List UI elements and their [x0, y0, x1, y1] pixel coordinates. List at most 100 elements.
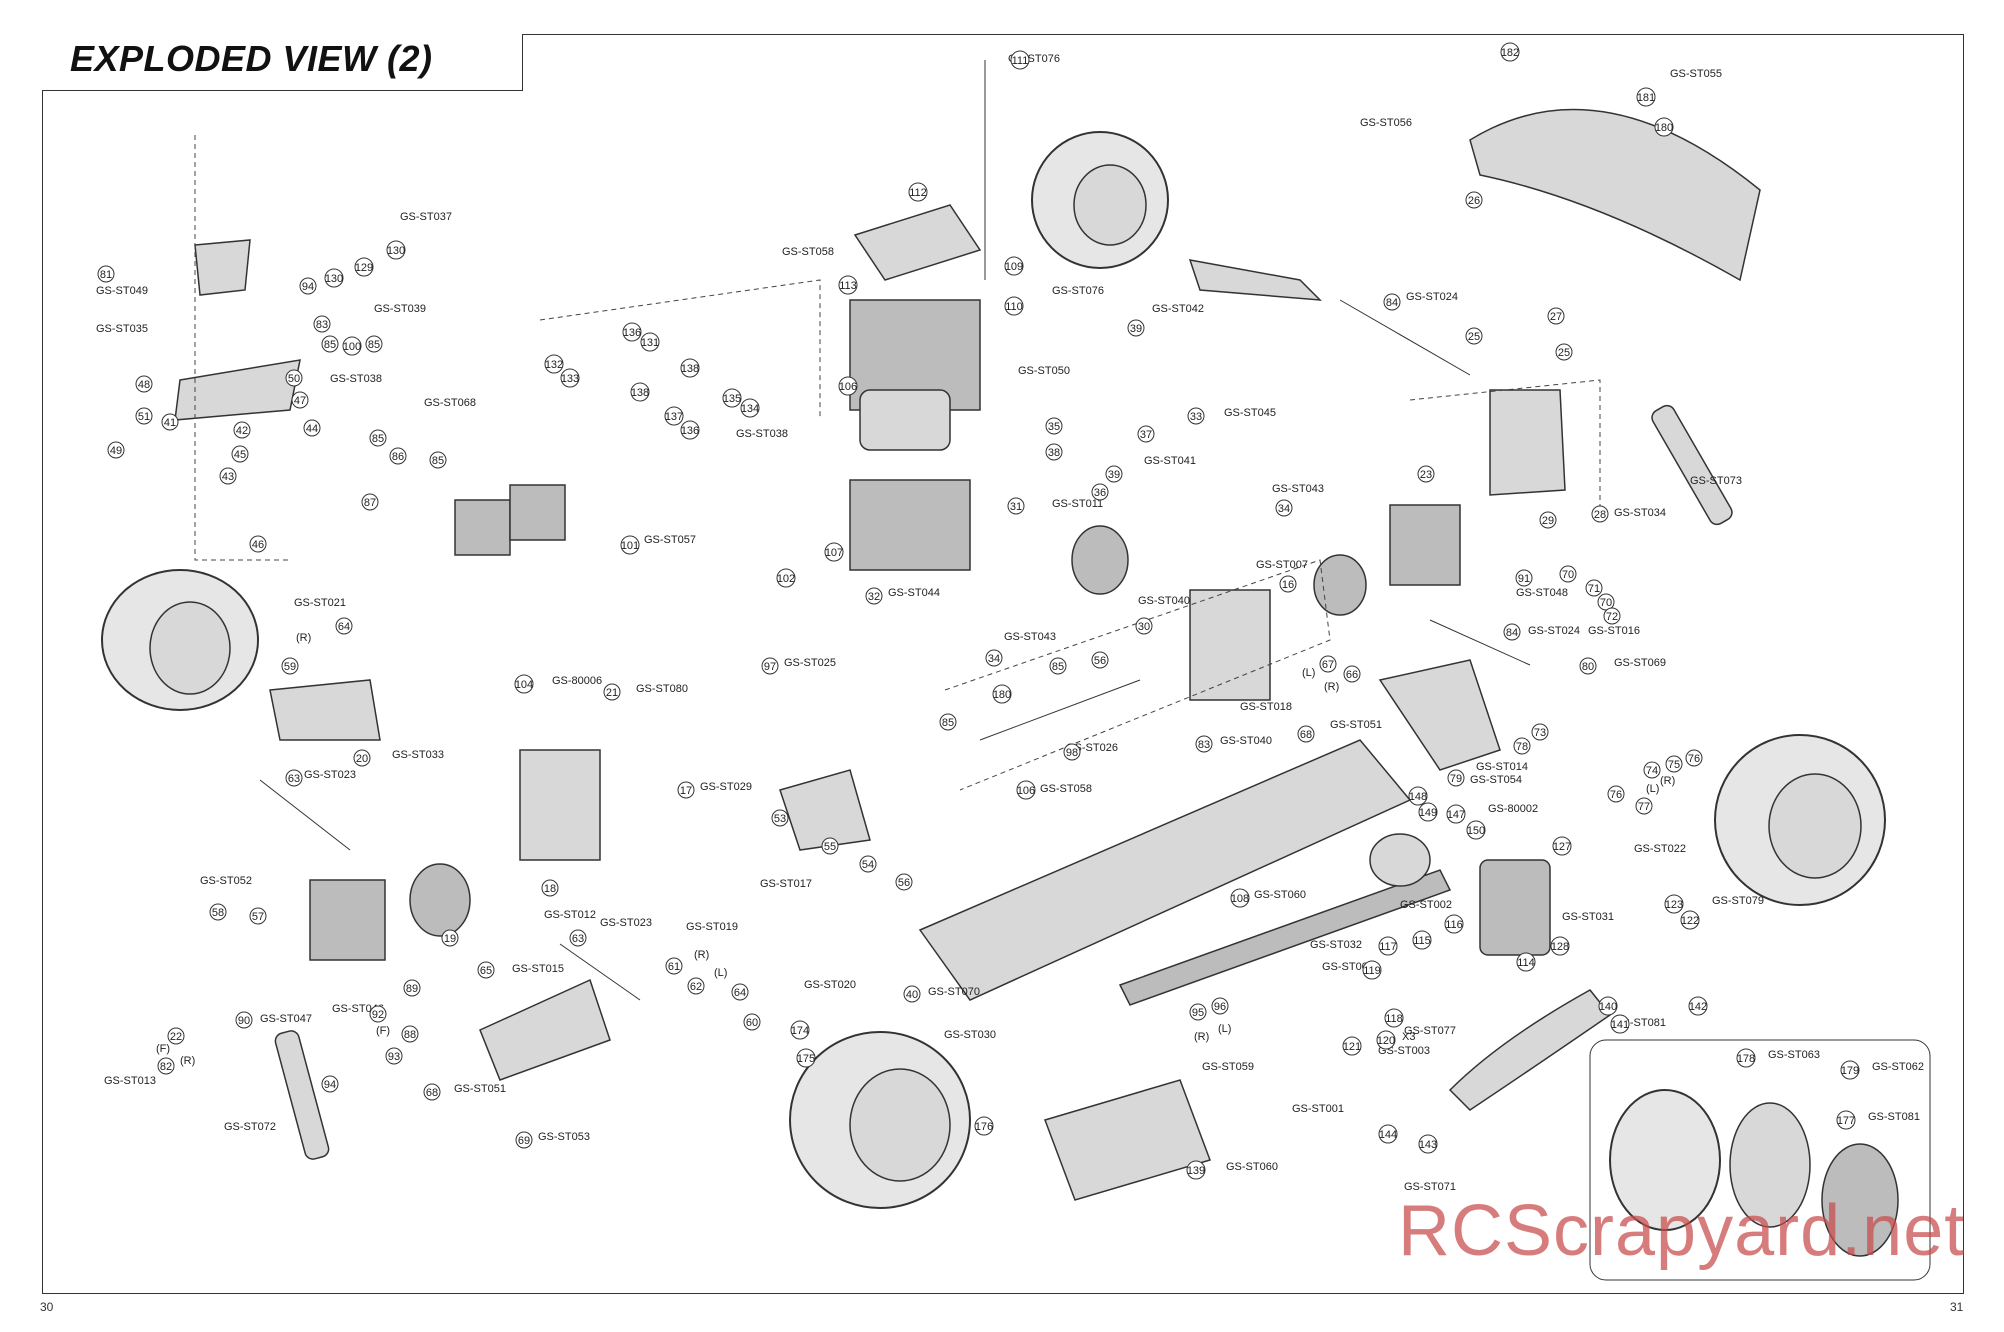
inset-wheel-rim	[1821, 1143, 1899, 1257]
part-number: 45	[234, 449, 246, 461]
part-number-bubble: 50	[285, 369, 303, 387]
part-callout: GS-ST007	[1256, 559, 1308, 571]
part-number-bubble: 84	[1503, 623, 1521, 641]
part-number-bubble: 130	[386, 240, 406, 260]
part-number-bubble: 132	[544, 354, 564, 374]
part-number-bubble: 56	[1091, 651, 1109, 669]
page-title: EXPLODED VIEW (2)	[70, 38, 433, 79]
part-number: 85	[372, 433, 384, 445]
part-number: 17	[680, 785, 692, 797]
part-number-bubble: 177	[1836, 1110, 1856, 1130]
part-number: 96	[1214, 1001, 1226, 1013]
part-number: 35	[1048, 421, 1060, 433]
part-number: 149	[1419, 807, 1437, 819]
part-callout: GS-ST043	[1004, 631, 1056, 643]
part-number-bubble: 95	[1189, 1003, 1207, 1021]
servo-left	[454, 499, 511, 556]
part-number-bubble: 133	[560, 368, 580, 388]
part-number-bubble: 84	[1383, 293, 1401, 311]
part-number: 112	[909, 187, 927, 199]
side-mark: (L)	[1218, 1023, 1231, 1035]
part-number-bubble: 109	[1004, 256, 1024, 276]
diagram-frame	[42, 34, 1964, 1294]
part-number-bubble: 65	[477, 961, 495, 979]
part-number-bubble: 87	[361, 493, 379, 511]
part-callout: GS-ST049	[96, 285, 148, 297]
part-number-bubble: 70	[1559, 565, 1577, 583]
part-number-bubble: 60	[743, 1013, 761, 1031]
part-number: 30	[1138, 621, 1150, 633]
part-number-bubble: 130	[324, 268, 344, 288]
part-number: 85	[368, 339, 380, 351]
part-number-bubble: 39	[1127, 319, 1145, 337]
part-callout: GS-ST043	[1272, 483, 1324, 495]
side-mark: (R)	[1660, 775, 1675, 787]
part-number-bubble: 54	[859, 855, 877, 873]
engine	[1479, 859, 1551, 956]
part-number: 140	[1599, 1001, 1617, 1013]
rear-drive-shaft	[1339, 299, 1471, 376]
part-number-bubble: 58	[209, 903, 227, 921]
part-number: 36	[1094, 487, 1106, 499]
part-number: 122	[1681, 915, 1699, 927]
part-number-bubble: 59	[281, 657, 299, 675]
front-upper-arm	[779, 769, 871, 851]
part-callout: GS-ST031	[1562, 911, 1614, 923]
rear-differential	[1313, 554, 1367, 616]
part-number-bubble: 41	[161, 413, 179, 431]
part-callout: GS-ST057	[644, 534, 696, 546]
part-number-bubble: 20	[353, 749, 371, 767]
part-number: 118	[1385, 1013, 1403, 1025]
part-number-bubble: 56	[895, 873, 913, 891]
part-number-bubble: 79	[1447, 769, 1465, 787]
part-number-bubble: 23	[1417, 465, 1435, 483]
part-number: 148	[1409, 791, 1427, 803]
part-number-bubble: 77	[1635, 797, 1653, 815]
title-box	[42, 34, 523, 91]
part-number-bubble: 53	[771, 809, 789, 827]
part-callout: GS-ST076	[1052, 285, 1104, 297]
part-number-bubble: 16	[1279, 575, 1297, 593]
part-number: 86	[392, 451, 404, 463]
part-callout: GS-ST022	[1634, 843, 1686, 855]
part-number-bubble: 74	[1643, 761, 1661, 779]
part-number-bubble: 49	[107, 441, 125, 459]
front-shock	[274, 1030, 330, 1160]
part-number: 65	[480, 965, 492, 977]
part-number-bubble: 131	[640, 332, 660, 352]
part-number: 143	[1419, 1139, 1437, 1151]
part-number: 66	[1346, 669, 1358, 681]
side-mark: (R)	[694, 949, 709, 961]
part-number-bubble: 118	[1384, 1008, 1404, 1028]
part-number: 98	[1066, 747, 1078, 759]
part-number: 121	[1343, 1041, 1361, 1053]
part-number: 177	[1837, 1115, 1855, 1127]
part-number: 120	[1377, 1035, 1395, 1047]
part-callout: GS-ST080	[636, 683, 688, 695]
part-number-bubble: 67	[1319, 655, 1337, 673]
part-callout: GS-ST060	[1254, 889, 1306, 901]
part-number-bubble: 94	[299, 277, 317, 295]
part-number-bubble: 17	[677, 781, 695, 799]
part-callout: GS-ST025	[784, 657, 836, 669]
part-number-bubble: 30	[1135, 617, 1153, 635]
part-number: 142	[1689, 1001, 1707, 1013]
side-mark: (R)	[180, 1055, 195, 1067]
front-lower-arm-right	[479, 978, 611, 1081]
part-number-bubble: 141	[1610, 1014, 1630, 1034]
part-callout: GS-ST039	[374, 303, 426, 315]
part-number-bubble: 63	[569, 929, 587, 947]
part-callout: GS-ST041	[1144, 455, 1196, 467]
part-number-bubble: 64	[335, 617, 353, 635]
part-number: 181	[1637, 92, 1655, 104]
part-callout: GS-ST002	[1400, 899, 1452, 911]
part-number-bubble: 35	[1045, 417, 1063, 435]
part-number-bubble: 66	[1343, 665, 1361, 683]
part-number-bubble: 136	[622, 322, 642, 342]
part-number-bubble: 116	[1444, 914, 1464, 934]
front-assembly-guide	[194, 135, 290, 561]
part-number: 42	[236, 425, 248, 437]
part-number-bubble: 107	[824, 542, 844, 562]
part-number: 139	[1187, 1165, 1205, 1177]
